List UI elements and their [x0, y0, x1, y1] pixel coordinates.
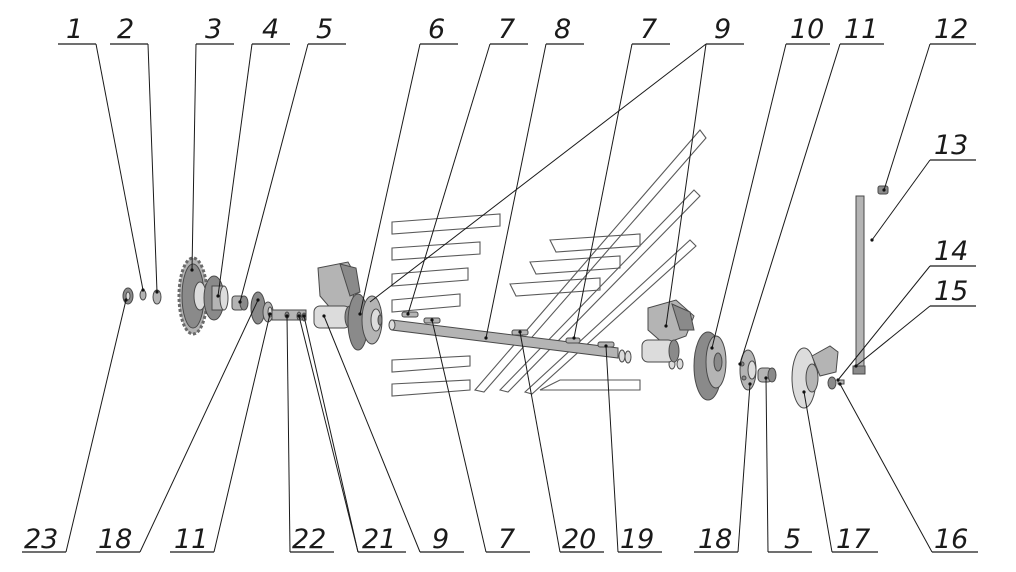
flange-18-right: [739, 349, 757, 391]
callout-13: 13: [934, 130, 968, 161]
bushing-5-left: [231, 295, 249, 311]
washer-16: [827, 376, 837, 390]
callout-18-left: 18: [98, 524, 132, 555]
long-shaft-8: [388, 319, 619, 359]
callout-11-top: 11: [844, 14, 878, 45]
callout-6: 6: [428, 14, 445, 45]
hub-4: [203, 275, 229, 321]
callout-8: 8: [554, 14, 571, 45]
callout-4: 4: [262, 14, 279, 45]
callout-5-bottom: 5: [784, 524, 801, 555]
disk-17: [791, 345, 839, 409]
disk-6: [347, 293, 383, 351]
callouts-bottom: 23 18 11 22 21 9 7 20: [22, 298, 978, 555]
bracket-9-left: [313, 261, 361, 329]
callouts-top: 1 2 3 4 5 6 7 8: [58, 14, 976, 382]
callout-7b: 7: [640, 14, 657, 45]
callout-17: 17: [836, 524, 870, 555]
assembly-parts: [122, 185, 889, 409]
callout-1: 1: [66, 14, 83, 45]
callout-19: 19: [620, 524, 654, 555]
flange-18-left: [250, 291, 274, 325]
callout-10: 10: [790, 14, 824, 45]
bushing-5-right: [757, 367, 777, 383]
callout-7c: 7: [498, 524, 515, 555]
lever-13: [852, 195, 866, 375]
callout-12: 12: [934, 14, 968, 45]
callout-16: 16: [934, 524, 968, 555]
callout-18-right: 18: [698, 524, 732, 555]
callout-9-bottom: 9: [432, 524, 449, 555]
callout-9-top: 9: [714, 14, 731, 45]
pins-7: [401, 311, 581, 344]
sprocket-3: [177, 256, 209, 336]
callout-2: 2: [117, 14, 134, 45]
callout-7a: 7: [498, 14, 515, 45]
callout-5: 5: [316, 14, 333, 45]
callout-11-bottom: 11: [174, 524, 208, 555]
callout-20: 20: [562, 524, 596, 555]
callout-23: 23: [24, 524, 58, 555]
bracket-9-right: [641, 299, 695, 363]
callout-3: 3: [205, 14, 222, 45]
pulley-10: [693, 331, 727, 401]
callout-15: 15: [934, 276, 968, 307]
callout-21: 21: [362, 524, 396, 555]
callout-14: 14: [934, 236, 968, 267]
callout-22: 22: [292, 524, 326, 555]
